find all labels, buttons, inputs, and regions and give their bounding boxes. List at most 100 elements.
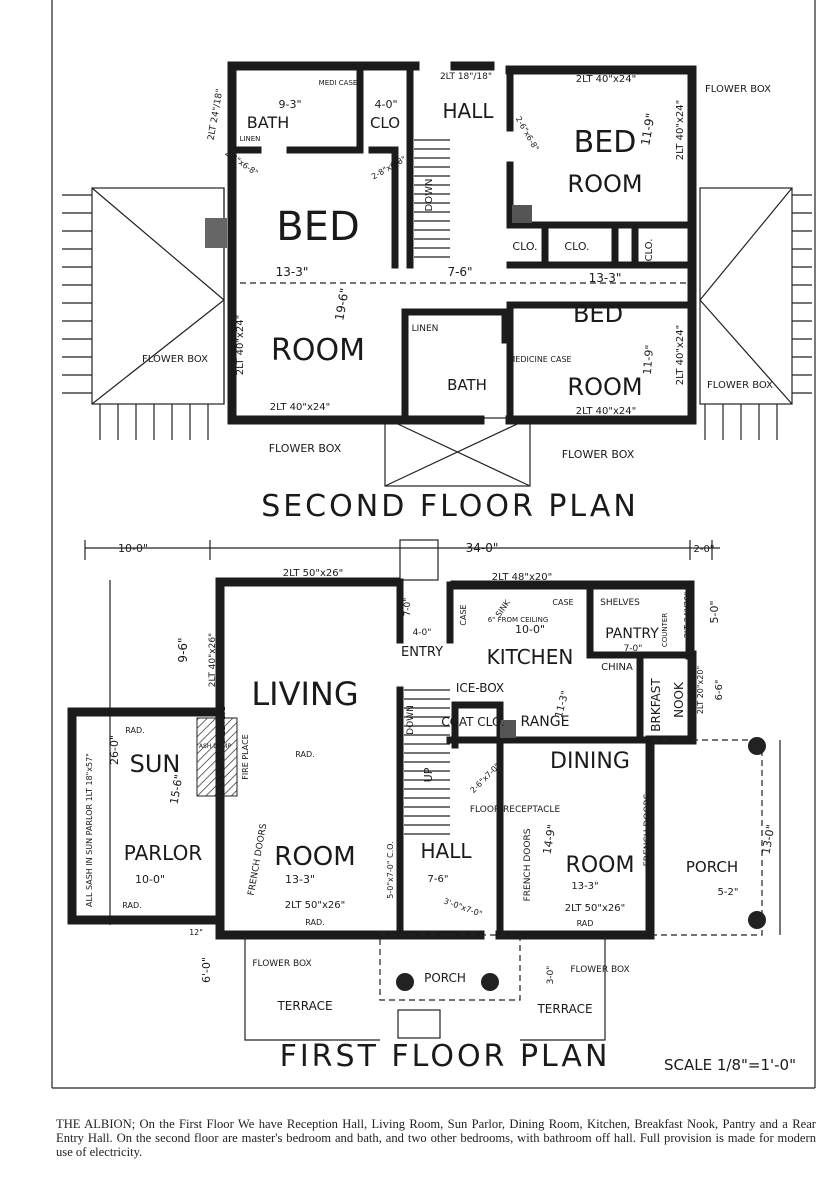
first-floor-label: 7-0" [624, 644, 643, 654]
second-floor-label: 11-9" [641, 344, 657, 375]
second-floor-label: HALL [442, 99, 494, 123]
first-floor-label: FRENCH DOORS [247, 823, 270, 897]
second-floor-label: FLOWER BOX [142, 354, 208, 365]
first-floor-label: 6'-0" [200, 957, 213, 983]
first-floor-label: 2LT 50"x26" [283, 568, 343, 579]
entry-roof [384, 417, 531, 487]
first-floor-label: FIRE PLACE [241, 734, 250, 780]
second-floor-label: 2LT 24"/18" [207, 88, 226, 141]
second-floor-label: 11-9" [638, 112, 657, 147]
first-floor-label: PANTRY [605, 626, 659, 642]
second-floor-stair [414, 139, 450, 258]
second-floor-label: LINEN [412, 324, 439, 334]
first-floor-label: DINING [550, 749, 630, 774]
first-floor-label: ASH DUMP [199, 743, 232, 750]
first-floor-label: SUN [130, 750, 181, 778]
page-frame [51, 0, 816, 1089]
first-floor-stair [404, 689, 450, 835]
first-floor-label: 10-0" [515, 623, 545, 636]
first-floor-label: ROOM [274, 842, 355, 872]
second-floor-label: 2LT 40"x24" [270, 402, 330, 413]
top-stair [399, 539, 439, 581]
second-floor-plan [62, 61, 812, 487]
first-floor-label: FLOWER BOX [570, 965, 629, 975]
second-floor-walls [205, 61, 697, 425]
first-floor-label: 7-6" [428, 874, 449, 885]
second-floor-label: 2LT 40"x24" [675, 325, 686, 385]
first-floor-label: 13-3" [571, 881, 598, 892]
first-floor-label: 2LT 50"x26" [285, 900, 345, 911]
first-floor-label: FLOOR RECEPTACLE [470, 805, 561, 815]
first-floor-label: 8x12 FLUE [219, 707, 227, 744]
first-floor-walls [67, 577, 697, 940]
second-floor-label: 2-6"x6-8" [514, 115, 541, 153]
first-floor-label: 2LT 20"x20" [696, 666, 705, 714]
first-floor-label: PORCH [686, 858, 738, 876]
second-floor-label: ROOM [567, 373, 642, 401]
first-floor-label: 2-0" [694, 544, 715, 555]
first-floor-label: 15-6" [168, 773, 186, 805]
first-floor-label: HALL [420, 839, 472, 863]
front-porch [379, 934, 521, 1039]
first-floor-label: DOWN [406, 705, 416, 735]
first-floor-label: TERRACE [536, 1002, 592, 1016]
first-floor-label: RAD. [295, 750, 314, 759]
side-porch [651, 737, 766, 936]
first-floor-label: RANGE [521, 714, 570, 730]
first-floor-label: SHELVES [600, 598, 640, 608]
second-floor-label: BATH [247, 113, 289, 132]
second-floor-label: DOWN [424, 179, 435, 212]
first-floor-label: 2LT 48"x20" [492, 572, 552, 583]
first-floor-label: CASE [459, 604, 468, 625]
second-floor-label: BATH [447, 376, 487, 394]
second-floor-label: FLOWER BOX [707, 380, 773, 391]
first-floor-label: 7-0" [403, 598, 413, 617]
first-floor-label: FRENCH DOORS [643, 793, 653, 866]
first-floor-label: FRENCH DOORS [523, 828, 533, 901]
second-floor-label: 2-8"x6-8" [370, 154, 408, 181]
first-floor-label: COUNTER [661, 613, 669, 647]
first-floor-label: 3-0" [546, 966, 556, 985]
second-floor-title: SECOND FLOOR PLAN [261, 489, 639, 524]
first-floor-label: RAD. [122, 901, 141, 910]
first-floor-label: RAD. [125, 726, 144, 735]
right-porch-roof [699, 187, 812, 440]
first-floor-label: 5-0"x7-0" C.O. [386, 841, 395, 898]
first-floor-label: 5-0" [708, 600, 721, 623]
second-floor-label: 2LT 40"x24" [235, 315, 246, 375]
first-floor-label: 2LT 24"/20" [683, 592, 692, 638]
first-floor-label: 10-0" [118, 542, 148, 555]
first-floor-label: 6-6" [714, 680, 725, 701]
first-floor-label: PARLOR [124, 841, 203, 865]
terrace [244, 935, 606, 1041]
first-floor-label: 4-0" [413, 628, 432, 638]
plan-description: THE ALBION; On the First Floor We have R… [56, 1117, 816, 1159]
first-floor-label: 14-9" [541, 823, 559, 855]
first-floor-label: LIVING [251, 675, 358, 713]
second-floor-label: FLOWER BOX [562, 448, 635, 461]
first-floor-label: PORCH [424, 971, 466, 985]
first-floor-label: CHINA [601, 662, 633, 673]
first-floor-label: UP [422, 767, 435, 782]
second-floor-label: 2LT 40"x24" [675, 100, 686, 160]
first-floor-label: 10-0" [135, 873, 165, 886]
second-floor-label: 9-3" [278, 98, 301, 111]
first-floor-label: 2LT 50"x26" [565, 903, 625, 914]
first-floor-label: RAD [577, 919, 594, 928]
second-floor-label: 19-6" [332, 287, 351, 322]
first-floor-labels: LIVINGROOMSUNPARLORKITCHENPANTRYENTRYCOA… [85, 541, 778, 1016]
first-floor-label: 2LT 40"x26" [208, 633, 218, 687]
second-floor-label: CLO. [644, 239, 655, 262]
second-floor-label: CLO [370, 114, 400, 132]
second-floor-label: BED [573, 300, 623, 328]
first-floor-label: RAD. [305, 918, 324, 927]
first-floor-label: ICE-BOX [456, 681, 504, 695]
second-floor-label: 13-3" [276, 265, 309, 279]
dimension-lines [84, 540, 781, 935]
first-floor-label: KITCHEN [487, 645, 574, 669]
first-floor-label: ROOM [566, 853, 635, 878]
second-floor-label: ROOM [567, 170, 642, 198]
second-floor-label: 2LT 40"x24" [576, 406, 636, 417]
second-floor-label: BED [276, 204, 360, 250]
